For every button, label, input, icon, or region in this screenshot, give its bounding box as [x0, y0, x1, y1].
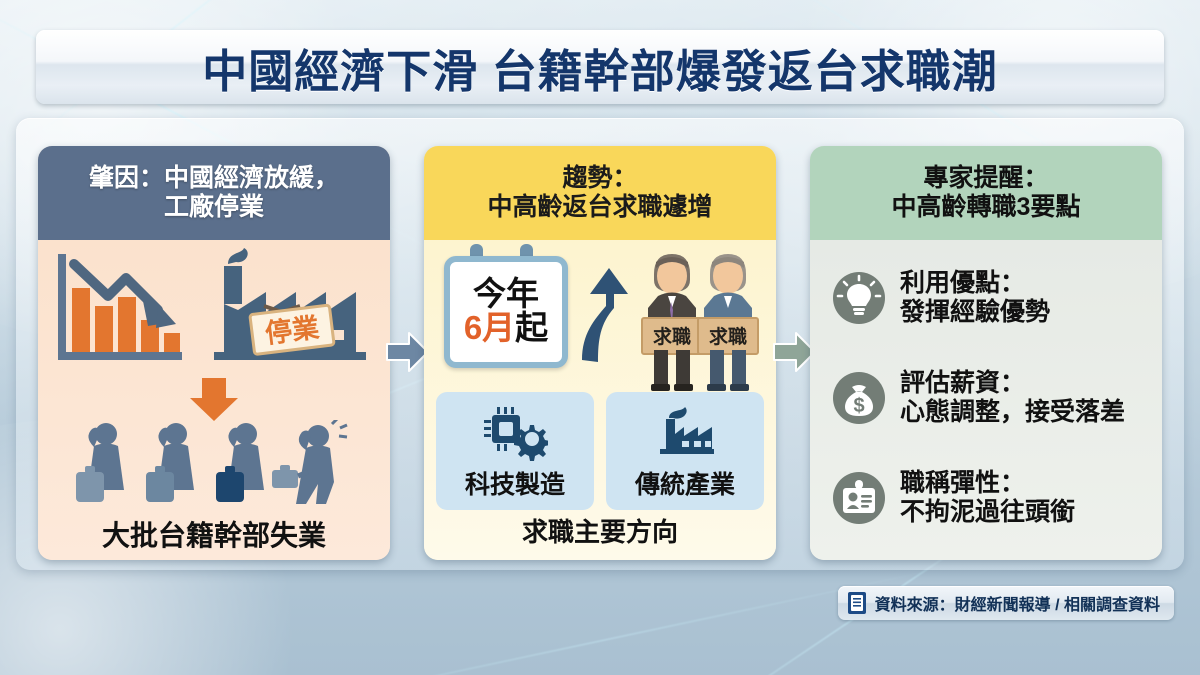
decline-chart-and-factory-illustration: 停業: [58, 248, 366, 360]
tip-title-flexibility-text: 職稱彈性： 不拘泥過往頭銜: [900, 469, 1075, 527]
panel-cause: 肇因：中國經濟放緩， 工廠停業: [38, 146, 390, 560]
card-traditional-industry-label: 傳統產業: [634, 471, 735, 499]
calendar-year-label: 今年: [473, 275, 539, 313]
panel-advice-header: 專家提醒： 中高齡轉職3要點: [810, 146, 1162, 240]
calendar-suffix-label: 起: [515, 309, 549, 347]
tip-use-strengths-title: 利用優點：: [900, 269, 1026, 297]
calendar-month-row: 6月起: [464, 310, 548, 346]
background-streak: [257, 567, 943, 675]
panel-advice: 專家提醒： 中高齡轉職3要點 利用優點： 發揮經驗優勢: [810, 146, 1162, 560]
document-icon: [847, 592, 866, 614]
panel-advice-header-line2: 中高齡轉職3要點: [891, 192, 1081, 221]
panel-cause-header-line1: 肇因：中國經濟放緩，: [88, 164, 339, 192]
card-tech-manufacturing-label: 科技製造: [464, 471, 565, 499]
tip-use-strengths-detail: 發揮經驗優勢: [900, 298, 1051, 326]
calendar-month-label: 6月: [463, 309, 516, 347]
trend-top-row: 今年 6月起 求職: [424, 242, 776, 392]
seeker-sign-1-text: 求職: [653, 325, 691, 348]
source-badge: 資料來源：財經新聞報導 / 相關調查資料: [837, 586, 1174, 620]
panel-trend-header-line2: 中高齡返台求職遽增: [487, 192, 713, 221]
panel-trend: 趨勢： 中高齡返台求職遽增 今年 6月起: [424, 146, 776, 560]
down-arrow-icon: [190, 378, 238, 421]
card-tech-manufacturing[interactable]: 科技製造: [436, 392, 594, 510]
tip-evaluate-salary-text: 評估薪資： 心態調整，接受落差: [900, 369, 1125, 427]
svg-text:$: $: [853, 395, 864, 417]
job-seekers-illustration: 求職 求職: [641, 254, 759, 391]
panel-trend-header: 趨勢： 中高齡返台求職遽增: [424, 146, 776, 240]
panel-trend-header-line1: 趨勢：: [562, 164, 638, 192]
panel-trend-caption: 求職主要方向: [521, 517, 678, 547]
tip-evaluate-salary-detail: 心態調整，接受落差: [900, 398, 1126, 426]
panel-cause-body: 停業: [38, 240, 390, 560]
seeker-sign-2-text: 求職: [709, 325, 747, 348]
panel-cause-caption: 大批台籍幹部失業: [101, 520, 326, 551]
tip-title-flexibility-title: 職稱彈性：: [900, 469, 1026, 497]
card-traditional-industry[interactable]: 傳統產業: [606, 392, 764, 510]
tip-evaluate-salary-title: 評估薪資：: [900, 369, 1026, 397]
panel-cause-header: 肇因：中國經濟放緩， 工廠停業: [38, 146, 390, 240]
money-bag-icon: $: [833, 372, 885, 424]
panel-advice-body: 利用優點： 發揮經驗優勢 $ 評估薪資： 心態調整，接受落差: [810, 240, 1162, 560]
tip-title-flexibility: 職稱彈性： 不拘泥過往頭銜: [810, 448, 1162, 548]
source-text: 資料來源：財經新聞報導 / 相關調查資料: [874, 597, 1160, 614]
tip-title-flexibility-detail: 不拘泥過往頭銜: [900, 498, 1076, 526]
factory-closed-sign-text: 停業: [263, 312, 320, 349]
flow-arrow-1-icon: [386, 332, 429, 372]
tip-use-strengths-text: 利用優點： 發揮經驗優勢: [900, 269, 1050, 327]
page-title: 中國經濟下滑 台籍幹部爆發返台求職潮: [202, 45, 998, 97]
lightbulb-icon: [833, 272, 885, 324]
id-badge-icon: [833, 472, 885, 524]
title-bar: 中國經濟下滑 台籍幹部爆發返台求職潮: [36, 30, 1164, 104]
panel-trend-body: 今年 6月起 求職: [424, 240, 776, 560]
flow-arrow-2-icon: [773, 332, 816, 372]
unemployed-workers-illustration: [76, 420, 348, 504]
job-direction-cards: 科技製造 傳統產業: [436, 392, 764, 510]
panel-advice-header-line1: 專家提醒：: [923, 164, 1049, 192]
calendar-card: 今年 6月起: [444, 256, 568, 368]
chip-gear-icon: [484, 407, 548, 461]
panel-cause-header-line2: 工廠停業: [163, 192, 264, 221]
tip-evaluate-salary: $ 評估薪資： 心態調整，接受落差: [810, 348, 1162, 448]
factory-icon: [660, 407, 714, 454]
up-trend-arrow-icon: [582, 268, 628, 362]
tip-use-strengths: 利用優點： 發揮經驗優勢: [810, 248, 1162, 348]
